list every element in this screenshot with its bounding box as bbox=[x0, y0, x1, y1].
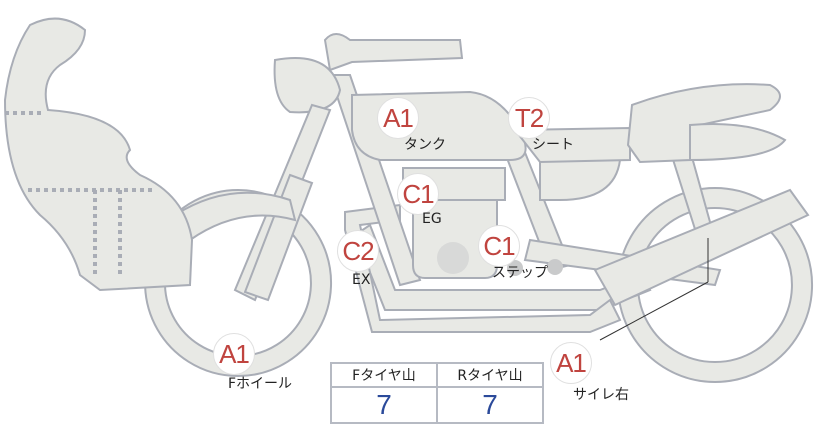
engine-grade-badge: C1 bbox=[397, 173, 439, 215]
rear-wheel bbox=[617, 187, 814, 383]
seat bbox=[626, 83, 781, 164]
engine-label: EG bbox=[422, 211, 442, 227]
tank-grade-badge: A1 bbox=[377, 97, 419, 139]
silencer bbox=[593, 188, 810, 307]
front-wheel-grade-badge: A1 bbox=[213, 333, 255, 375]
side-cover bbox=[539, 159, 622, 201]
rear-tread-header: Rタイヤ山 bbox=[436, 362, 544, 388]
tank-label: タンク bbox=[404, 137, 446, 153]
tire-tread-table: Fタイヤ山 Rタイヤ山 7 7 bbox=[330, 362, 544, 424]
engine-block bbox=[412, 199, 498, 279]
exhaust-label: EX bbox=[352, 272, 371, 288]
fairing bbox=[3, 17, 194, 292]
seat-label: シート bbox=[532, 137, 574, 153]
step-peg bbox=[507, 260, 523, 276]
tail bbox=[689, 123, 787, 162]
rear-tread-value: 7 bbox=[436, 386, 544, 424]
seat-base bbox=[512, 126, 631, 164]
silencer-grade-badge: A1 bbox=[550, 342, 592, 384]
step-grade-badge: C1 bbox=[478, 225, 520, 267]
front-tread-value: 7 bbox=[330, 386, 438, 424]
engine-cover bbox=[437, 242, 469, 274]
step-peg bbox=[547, 259, 563, 275]
fairing-seam bbox=[5, 111, 155, 278]
exhaust-pipe bbox=[344, 203, 622, 333]
silencer-label: サイレ右 bbox=[573, 387, 629, 403]
handlebar bbox=[323, 33, 464, 72]
front-tread-header: Fタイヤ山 bbox=[330, 362, 438, 388]
silencer-leader bbox=[599, 238, 709, 341]
front-fender bbox=[173, 191, 297, 242]
headlight bbox=[273, 57, 342, 114]
fork-tube bbox=[243, 173, 314, 302]
seat-grade-badge: T2 bbox=[508, 97, 550, 139]
front-wheel-label: Fホイール bbox=[228, 376, 293, 392]
step-label: ステップ bbox=[492, 265, 548, 281]
exhaust-grade-badge: C2 bbox=[337, 230, 379, 272]
